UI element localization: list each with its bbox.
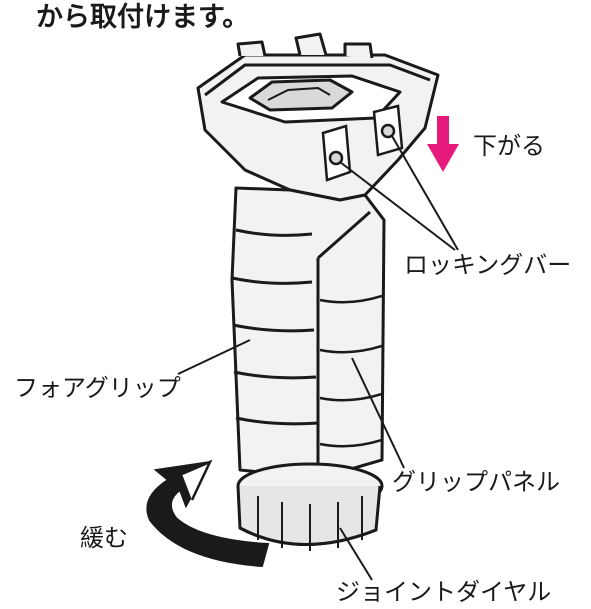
- joint-dial: [236, 462, 384, 551]
- leader-locking-right: [391, 135, 459, 251]
- grip-panel-label: グリップパネル: [392, 468, 560, 496]
- joint-dial-label: ジョイントダイヤル: [336, 578, 552, 606]
- leader-grip-panel: [351, 357, 405, 469]
- down-arrow: [427, 116, 459, 172]
- leader-fore-grip: [177, 339, 251, 375]
- leader-locking-left: [339, 161, 456, 251]
- leader-joint-dial: [339, 527, 373, 581]
- leader-lines: [177, 135, 459, 581]
- loosen-label: 緩む: [80, 524, 128, 552]
- locking-bar-label: ロッキングバー: [404, 251, 572, 279]
- fore-grip-label: フォアグリップ: [14, 374, 181, 402]
- rail-mount: [196, 32, 440, 202]
- locking-bar-screw-left: [328, 150, 344, 166]
- loosen-arrow: [146, 459, 270, 568]
- down-label: 下がる: [473, 132, 545, 160]
- instruction-text: から取付けます。: [36, 2, 250, 33]
- grip-body: [230, 186, 386, 480]
- locking-bar-screw-right: [380, 123, 396, 139]
